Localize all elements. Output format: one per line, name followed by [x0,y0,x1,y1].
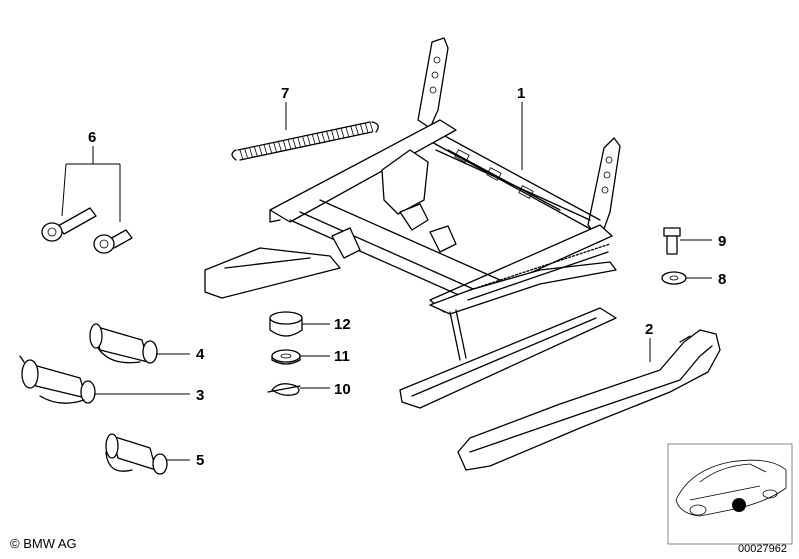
spring-coil [239,149,244,161]
car-location-thumbnail [667,443,793,545]
spring-coil [340,128,345,139]
callout-4: 4 [196,346,205,363]
callout-10: 10 [334,381,351,398]
callout-5: 5 [196,452,204,469]
callout-3: 3 [196,387,204,404]
callout-7: 7 [281,85,289,102]
washer[interactable] [661,271,687,285]
spring-coil [321,132,326,143]
copyright-label: © BMW AG [10,536,77,551]
spring-coil [273,142,278,153]
diagram-reference-number: 00027962 [738,543,787,555]
screw[interactable] [663,227,681,255]
spring-coil [263,144,268,155]
spring-coil [268,143,273,154]
spring-coil [350,126,355,137]
callout-12: 12 [334,316,351,333]
spring-coil [335,129,340,140]
spring-coil [345,127,350,138]
spring-coil [302,136,306,147]
motor-3[interactable] [19,355,96,404]
spring-coil [258,145,263,156]
spring-coil [326,131,331,142]
spring-coil [292,138,297,149]
spring-coil [244,148,249,160]
motor-5[interactable] [105,433,168,475]
location-marker [732,498,746,512]
car-silhouette [675,459,787,517]
spring-coil [297,137,302,148]
spring-coil [254,146,258,158]
spring-coil [287,139,292,150]
callout-6: 6 [88,129,96,146]
spring-coil [364,122,369,134]
spring-coil [278,141,282,152]
clip[interactable] [267,383,301,396]
callout-2: 2 [645,321,653,338]
spring-coil [331,130,335,141]
bump-stop[interactable] [269,311,303,337]
tension-spring[interactable] [231,121,379,161]
side-trim-cover[interactable] [457,329,721,471]
bolts[interactable] [41,207,133,254]
leader-lines [61,102,712,461]
spring-coil [369,121,374,133]
spring-coil [359,123,364,135]
callout-9: 9 [718,233,726,250]
callout-8: 8 [718,271,726,288]
bushing[interactable] [271,349,301,365]
seat-frame[interactable] [204,37,621,409]
spring-coil [249,147,254,159]
spring-coil [355,124,359,136]
spring-coil [282,140,287,151]
spring-coil [311,134,316,145]
spring-coil [307,135,311,146]
spring-coil [316,133,321,144]
callout-11: 11 [334,348,350,365]
callout-1: 1 [517,85,525,102]
motor-4[interactable] [89,323,158,364]
